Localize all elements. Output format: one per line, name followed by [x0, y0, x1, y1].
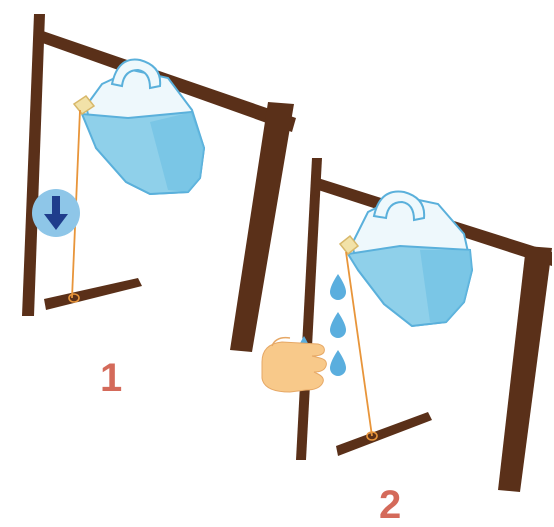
step-number-2: 2 — [379, 485, 401, 525]
water-jug — [340, 192, 472, 327]
panel-step-1 — [22, 14, 296, 352]
wooden-post-left — [296, 158, 322, 460]
wooden-post-right — [230, 102, 294, 352]
water-drop-icon — [330, 350, 346, 376]
hand-icon — [262, 338, 326, 392]
wooden-post-left — [22, 14, 45, 316]
step-number-1: 1 — [100, 358, 122, 398]
water-drop-icon — [330, 312, 346, 338]
foot-pedal-stick — [336, 412, 432, 456]
step-down-badge — [32, 189, 80, 237]
panel-step-2 — [262, 158, 552, 492]
water-drop-icon — [330, 274, 346, 300]
down-arrow-icon — [52, 196, 60, 216]
wooden-post-right — [498, 246, 552, 492]
foot-pedal-stick — [44, 278, 142, 310]
